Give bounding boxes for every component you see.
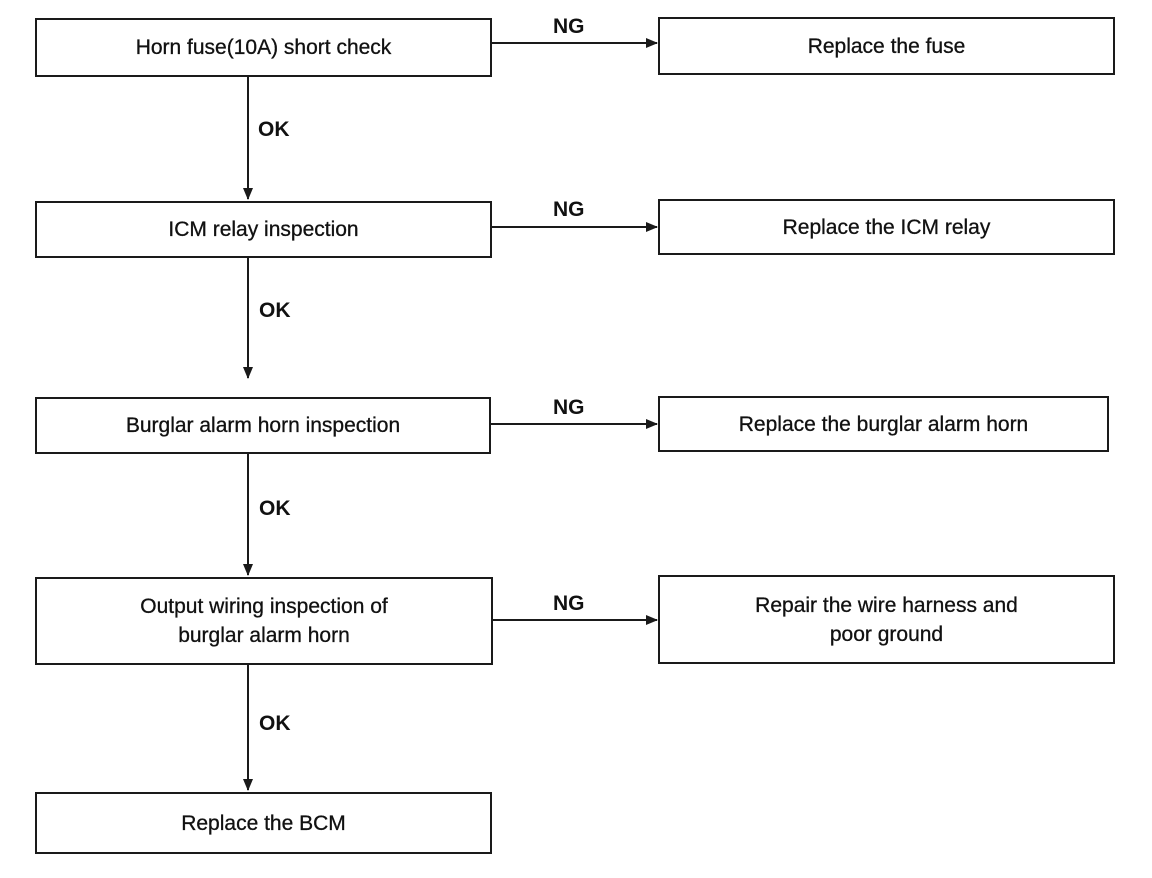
remedy-box-replace-fuse: Replace the fuse <box>658 17 1115 75</box>
check-text-line-2: burglar alarm horn <box>178 624 350 647</box>
check-box-icm-relay: ICM relay inspection <box>35 201 492 258</box>
check-box-horn-fuse: Horn fuse(10A) short check <box>35 18 492 77</box>
remedy-text-line-1: Repair the wire harness and <box>755 593 1018 617</box>
ok-label: OK <box>259 712 291 735</box>
check-text-line-1: Output wiring inspection of <box>140 595 388 618</box>
ok-label: OK <box>258 118 290 141</box>
check-box-output-wiring: Output wiring inspection of burglar alar… <box>35 577 493 665</box>
remedy-text: Replace the burglar alarm horn <box>738 412 1029 436</box>
remedy-box-replace-icm-relay: Replace the ICM relay <box>658 199 1115 255</box>
remedy-box-repair-wire-harness: Repair the wire harness and poor ground <box>658 575 1115 664</box>
remedy-text: Replace the fuse <box>807 34 966 58</box>
final-text: Replace the BCM <box>181 811 346 835</box>
final-box-replace-bcm: Replace the BCM <box>35 792 492 854</box>
ok-label: OK <box>259 497 291 520</box>
remedy-text: Replace the ICM relay <box>782 215 991 239</box>
remedy-box-replace-burglar-alarm-horn: Replace the burglar alarm horn <box>658 396 1109 452</box>
check-text: Burglar alarm horn inspection <box>125 414 401 437</box>
ng-label: NG <box>553 15 585 38</box>
check-text: ICM relay inspection <box>168 218 359 241</box>
ok-label: OK <box>259 299 291 322</box>
ng-label: NG <box>553 396 585 419</box>
check-box-burglar-alarm-horn: Burglar alarm horn inspection <box>35 397 491 454</box>
ng-label: NG <box>553 198 585 221</box>
check-text: Horn fuse(10A) short check <box>135 36 392 59</box>
remedy-text-line-2: poor ground <box>829 622 944 646</box>
ng-label: NG <box>553 592 585 615</box>
